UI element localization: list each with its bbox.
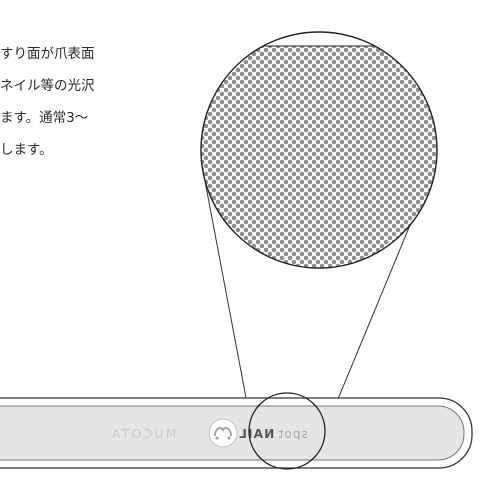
description-line: ます。通常3～ — [0, 110, 89, 126]
brand-text: MUCOTA — [110, 427, 177, 441]
product-text: spotNAIL — [238, 427, 308, 441]
description-text: すり面が爪表面 ネイル等の光沢 ます。通常3～ します。 — [0, 38, 140, 166]
texture-dots — [201, 46, 437, 268]
description-line: すり面が爪表面 — [0, 46, 95, 62]
description-line: ネイル等の光沢 — [0, 78, 95, 94]
description-line: します。 — [0, 142, 53, 158]
nail-file: MUCOTA spotNAIL — [0, 392, 473, 470]
magnifier-lens — [200, 31, 438, 269]
product-text-bold: NAIL — [238, 427, 274, 441]
logo-icon — [208, 418, 238, 448]
product-text-light: spot — [277, 427, 308, 441]
zoom-indicator-circle — [248, 392, 326, 470]
